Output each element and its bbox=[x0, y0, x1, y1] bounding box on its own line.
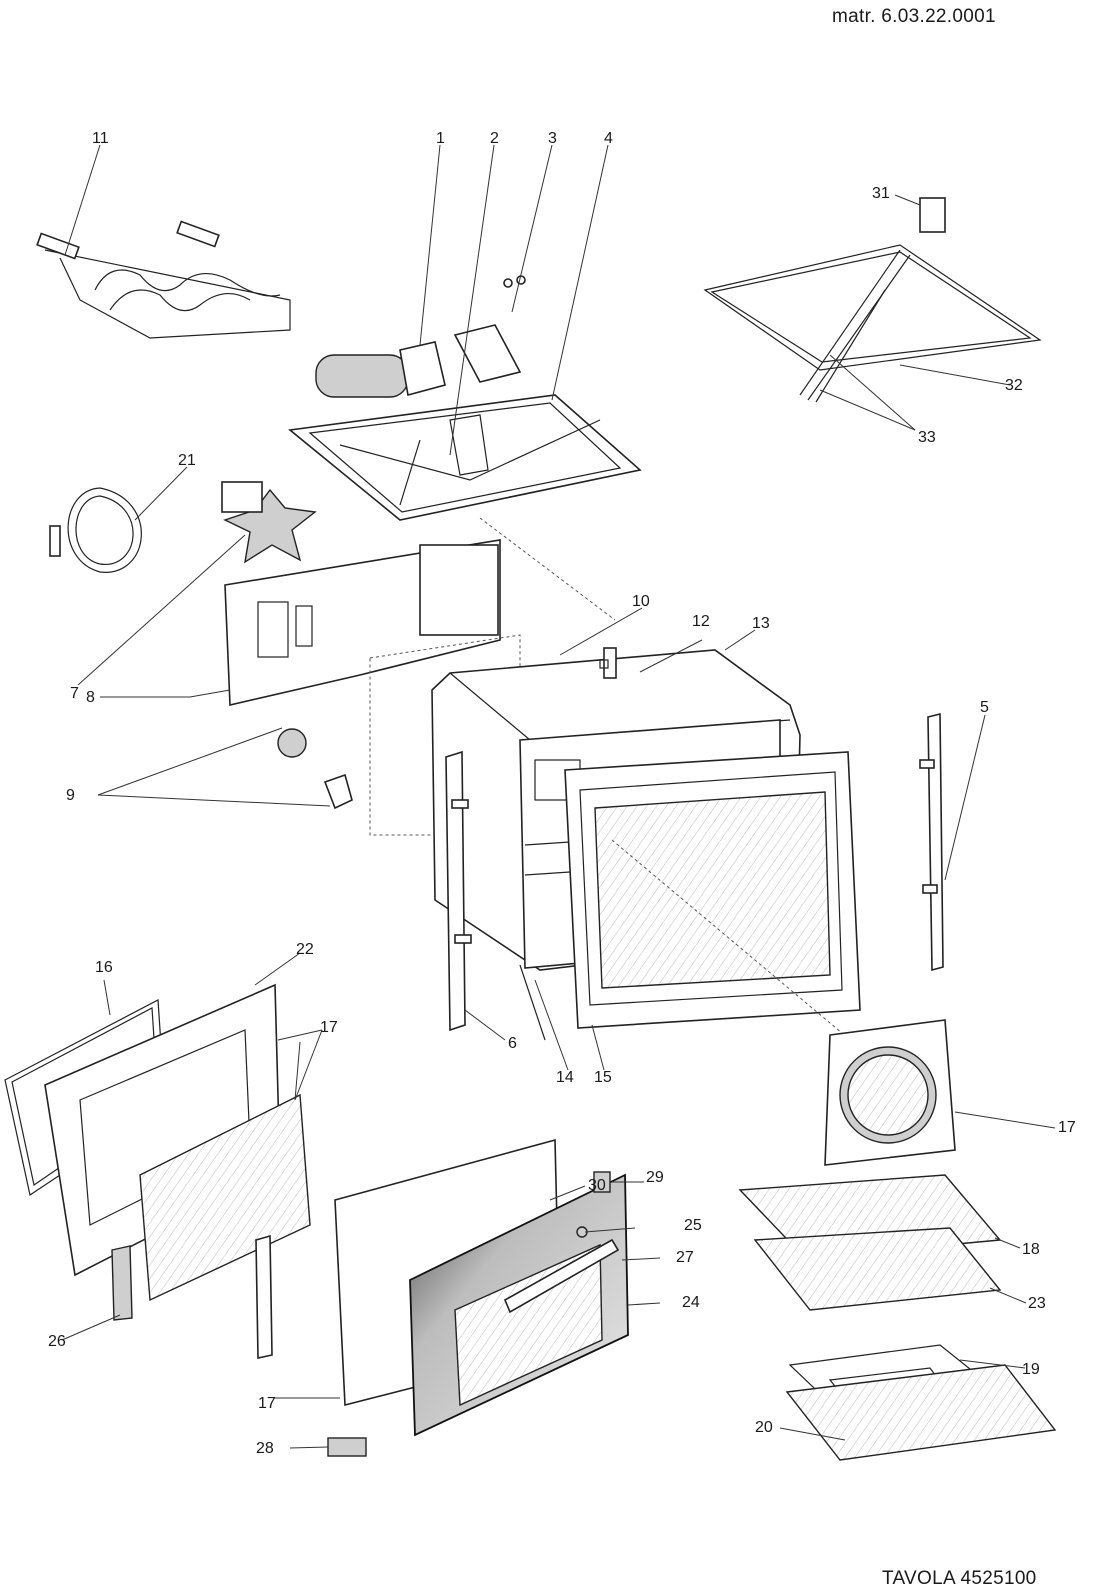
callout-17: 17 bbox=[320, 1019, 338, 1036]
part-11-grill-element bbox=[36, 220, 291, 339]
part-18-fan-cover bbox=[824, 1019, 956, 1166]
callout-10: 10 bbox=[632, 593, 650, 610]
part-10-cavity-seal bbox=[599, 659, 609, 669]
part-14-cavity-base bbox=[519, 964, 546, 1041]
part-24-baking-tray bbox=[753, 1227, 1002, 1311]
part-32-connector bbox=[919, 197, 946, 233]
table-reference: TAVOLA 4525100 bbox=[882, 1568, 1037, 1589]
callout-34: 33 bbox=[918, 429, 936, 446]
callout-25: 24 bbox=[682, 1294, 700, 1311]
callout-13: 13 bbox=[752, 615, 770, 632]
part-9-lamp-parts bbox=[277, 728, 353, 810]
part-30-control-badge bbox=[593, 1171, 611, 1193]
callout-17-lower: 17 bbox=[258, 1395, 276, 1412]
callout-29: 28 bbox=[256, 1440, 274, 1457]
part-6-left-runner bbox=[445, 750, 472, 1032]
part-17-inner-glass bbox=[139, 1093, 311, 1302]
callout-14: 14 bbox=[556, 1069, 574, 1086]
callout-32: 31 bbox=[872, 185, 890, 202]
callout-4: 4 bbox=[604, 130, 613, 147]
callout-labels: 11 1 2 3 4 31 32 33 21 10 12 13 7 8 9 5 … bbox=[48, 130, 1076, 1457]
callout-33: 32 bbox=[1005, 377, 1023, 394]
callout-21: 20 bbox=[755, 1419, 773, 1436]
part-4-top-plate bbox=[288, 394, 642, 521]
part-8-rear-panel bbox=[224, 539, 501, 706]
part-1-tangential-fan bbox=[315, 341, 446, 398]
callout-28: 27 bbox=[676, 1249, 694, 1266]
leader-lines bbox=[61, 144, 1056, 1449]
part-12-vent-pipe bbox=[603, 647, 617, 679]
callout-30: 29 bbox=[646, 1169, 664, 1186]
callout-6: 6 bbox=[508, 1035, 517, 1052]
part-28-door-handle bbox=[503, 1238, 620, 1314]
callout-5: 5 bbox=[980, 699, 989, 716]
callout-9: 9 bbox=[66, 787, 75, 804]
callout-7: 7 bbox=[70, 685, 79, 702]
part-22-circular-element bbox=[49, 487, 142, 573]
part-17-glass-strip bbox=[255, 1234, 273, 1359]
material-code: matr. 6.03.22.0001 bbox=[832, 6, 996, 27]
callout-15: 15 bbox=[594, 1069, 612, 1086]
callout-16: 16 bbox=[95, 959, 113, 976]
callout-24: 23 bbox=[1028, 1295, 1046, 1312]
callout-26: 25 bbox=[684, 1217, 702, 1234]
callout-8: 8 bbox=[86, 689, 95, 706]
callout-11: 11 bbox=[92, 130, 109, 147]
part-27-door-hinge bbox=[111, 1245, 133, 1321]
callout-1: 1 bbox=[436, 130, 445, 147]
callout-18: 17 bbox=[1058, 1119, 1076, 1136]
part-29-hinge-bracket bbox=[327, 1437, 367, 1457]
callout-31: 30 bbox=[588, 1177, 606, 1194]
part-7-fan-blade bbox=[221, 481, 317, 564]
callout-19: 18 bbox=[1022, 1241, 1040, 1258]
part-15-front-frame bbox=[564, 751, 861, 1029]
callout-23: 22 bbox=[296, 941, 314, 958]
part-2-air-guide bbox=[449, 414, 489, 476]
callout-12: 12 bbox=[692, 613, 710, 630]
callout-27: 26 bbox=[48, 1333, 66, 1350]
insulation-panel bbox=[369, 634, 521, 836]
callout-3: 3 bbox=[548, 130, 557, 147]
part-34-probe-wires bbox=[799, 249, 911, 403]
callout-2: 2 bbox=[490, 130, 499, 147]
part-3-screws-bracket bbox=[453, 275, 526, 383]
callout-22: 21 bbox=[178, 452, 196, 469]
part-21-drip-pan bbox=[785, 1364, 1057, 1461]
callout-20: 19 bbox=[1022, 1361, 1040, 1378]
part-5-right-runner bbox=[919, 712, 944, 972]
part-33-oven-frame-element bbox=[703, 244, 1042, 371]
